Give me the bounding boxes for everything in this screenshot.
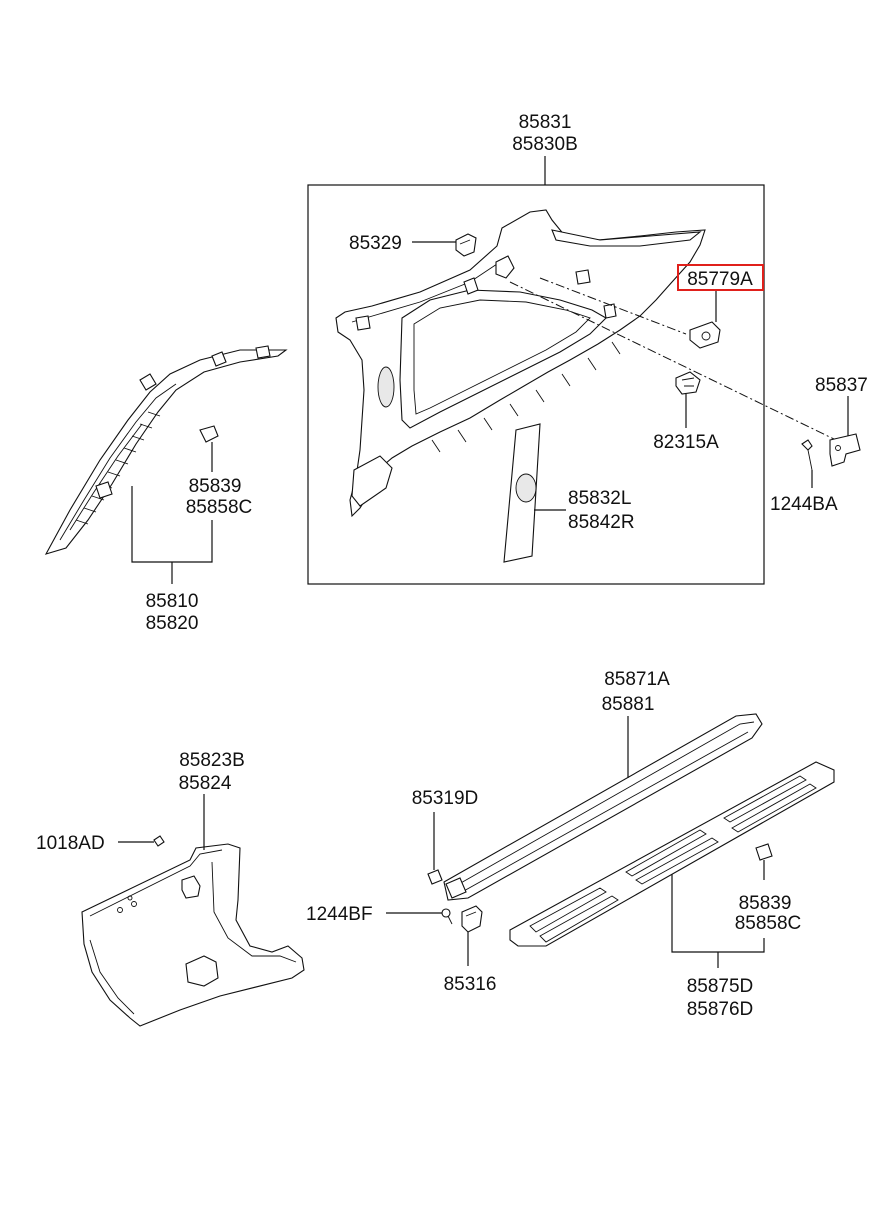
clip-85839-bottom-drawing [755,843,773,861]
clip-85329-drawing [455,233,477,257]
label-85858C-bottom[interactable]: 85858C [735,913,802,934]
label-85876D[interactable]: 85876D [687,999,754,1020]
label-85329[interactable]: 85329 [349,233,402,254]
screw-1244BF-drawing [441,908,453,925]
label-85839-bottom[interactable]: 85839 [739,893,792,914]
highlight-box-85779A [677,264,764,291]
label-85319D[interactable]: 85319D [412,788,479,809]
bracket-85316-drawing [461,905,483,933]
label-85831[interactable]: 85831 [519,112,572,133]
label-85820[interactable]: 85820 [146,613,199,634]
label-85875D[interactable]: 85875D [687,976,754,997]
label-1244BA[interactable]: 1244BA [770,494,838,515]
label-85316[interactable]: 85316 [444,974,497,995]
label-85779A[interactable]: 85779A [687,269,753,290]
clip-85839-top-drawing [199,425,219,443]
clip-85319D-drawing [427,869,443,885]
cowl-side-trim-drawing [81,843,305,1027]
bracket-85837-drawing [829,433,861,467]
label-85824[interactable]: 85824 [179,773,232,794]
label-85832L[interactable]: 85832L [568,488,631,509]
quarter-trim-panel-drawing [335,209,706,518]
label-85871A[interactable]: 85871A [604,669,670,690]
screw-1244BA-drawing [801,439,813,471]
label-1244BF[interactable]: 1244BF [306,904,373,925]
assembly-group-box [307,184,765,585]
label-82315A[interactable]: 82315A [653,432,719,453]
pad-85832L-drawing [503,423,541,563]
screw-1018AD-drawing [153,835,165,847]
label-85881[interactable]: 85881 [602,694,655,715]
label-85842R[interactable]: 85842R [568,512,635,533]
label-85837[interactable]: 85837 [815,375,868,396]
label-85810[interactable]: 85810 [146,591,199,612]
scuff-plate-drawing [509,761,835,947]
bracket-85875D [671,874,765,968]
label-85823B[interactable]: 85823B [179,750,245,771]
bracket-85779A-drawing [689,321,721,349]
dashdot-line-lower [509,281,837,441]
bracket-85810 [131,486,213,584]
clip-82315A-drawing [675,371,701,395]
pillar-trim-drawing [44,345,288,555]
label-85839-top[interactable]: 85839 [189,476,242,497]
label-85858C-top[interactable]: 85858C [186,497,253,518]
label-85830B[interactable]: 85830B [512,134,578,155]
label-1018AD[interactable]: 1018AD [36,833,105,854]
sill-scuff-drawing [443,713,763,901]
